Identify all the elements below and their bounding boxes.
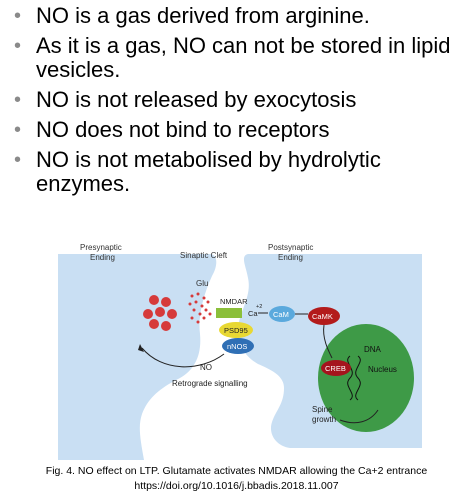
spine-growth-label: Spine (312, 405, 333, 414)
bullet-marker: • (14, 149, 22, 171)
bullet-item: • NO is a gas derived from arginine. (0, 4, 473, 28)
bullet-list: • NO is a gas derived from arginine. • As … (0, 4, 473, 202)
bullet-text: As it is a gas, NO can not be stored in … (36, 33, 451, 82)
no-label: NO (200, 363, 212, 372)
camk-label: CaMK (312, 312, 333, 321)
cam-label: CaM (273, 310, 289, 319)
cam-protein (269, 306, 295, 322)
bullet-marker: • (14, 119, 22, 141)
presynaptic-terminal (58, 254, 217, 460)
bullet-text: NO is a gas derived from arginine. (36, 3, 370, 28)
postsynaptic-label-2: Ending (278, 253, 303, 262)
creb-label: CREB (325, 364, 346, 373)
glu-label: Glu (196, 279, 208, 288)
camk-to-creb-arrow (323, 324, 333, 359)
nnos-label: nNOS (227, 342, 247, 351)
bullet-item: • As it is a gas, NO can not be stored in… (0, 34, 473, 82)
dna-label: DNA (364, 345, 382, 354)
bullet-marker: • (14, 89, 22, 111)
camk-protein (308, 307, 340, 325)
nucleus-label: Nucleus (368, 365, 397, 374)
retrograde-arrow (141, 347, 225, 368)
nucleus (318, 324, 414, 432)
bullet-marker: • (14, 5, 22, 27)
ca-label: Ca (248, 309, 258, 318)
spine-growth-label-2: growth (312, 415, 336, 424)
ltp-diagram: Presynaptic Ending Sinaptic Cleft Postsy… (40, 238, 422, 460)
nmdar-receptor (216, 308, 242, 318)
nmdar-label: NMDAR (220, 297, 248, 306)
retrograde-label: Retrograde signalling (172, 379, 248, 388)
presynaptic-label: Presynaptic (80, 243, 122, 252)
figure-caption: Fig. 4. NO effect on LTP. Glutamate acti… (45, 465, 428, 477)
bullet-text: NO does not bind to receptors (36, 117, 330, 142)
bullet-text: NO is not metabolised by hydrolytic enzy… (36, 147, 381, 196)
bullet-marker: • (14, 35, 22, 57)
nnos-protein (222, 338, 254, 354)
synaptic-cleft-label: Sinaptic Cleft (180, 251, 228, 260)
dna-helix (355, 355, 361, 401)
psd95-label: PSD95 (224, 326, 248, 335)
figure-doi: https://doi.org/10.1016/j.bbadis.2018.11… (134, 480, 339, 492)
bullet-item: • NO is not metabolised by hydrolytic enz… (0, 148, 473, 196)
glutamate-dots (188, 292, 212, 324)
creb-protein (321, 360, 351, 376)
vesicle-cluster (143, 295, 177, 331)
bullet-item: • NO is not released by exocytosis (0, 88, 473, 112)
psd95-protein (219, 322, 253, 338)
bullet-item: • NO does not bind to receptors (0, 118, 473, 142)
ca-charge: +2 (256, 304, 262, 310)
postsynaptic-label: Postsynaptic (268, 243, 313, 252)
bullet-text: NO is not released by exocytosis (36, 87, 357, 112)
spine-growth-arrow (339, 409, 379, 424)
presynaptic-label-2: Ending (90, 253, 115, 262)
